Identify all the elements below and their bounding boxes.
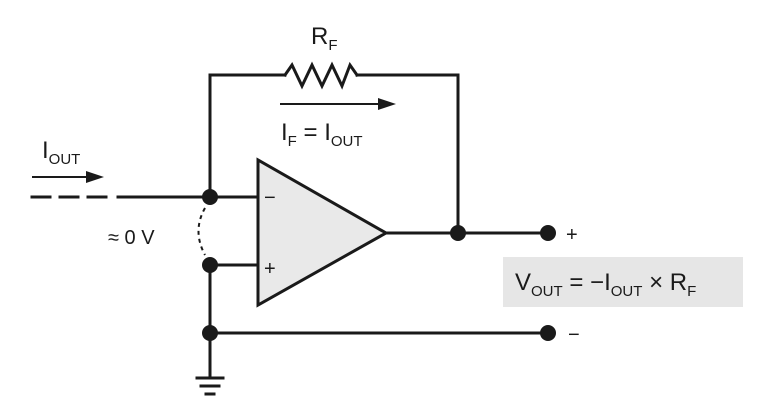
inverting-input-node	[202, 189, 218, 205]
ground-rail-node	[202, 325, 218, 341]
feedback-resistor-label: RF	[311, 23, 338, 54]
output-negative-label: −	[568, 324, 580, 346]
input-current-label: IOUT	[42, 137, 80, 168]
output-equation-box	[503, 257, 743, 307]
feedback-current-label: IF = IOUT	[281, 119, 363, 150]
output-node	[450, 225, 466, 241]
opamp-noninverting-input-label: +	[264, 258, 276, 280]
input-current-arrowhead	[86, 171, 104, 183]
feedback-current-arrowhead	[378, 98, 396, 110]
output-positive-label: +	[566, 224, 578, 246]
output-negative-terminal	[540, 325, 556, 341]
noninverting-input-node	[202, 257, 218, 273]
feedback-resistor	[282, 61, 360, 90]
ground-icon	[195, 376, 225, 396]
output-positive-terminal	[540, 225, 556, 241]
virtual-ground-label: ≈ 0 V	[108, 227, 155, 249]
feedback-wire	[208, 73, 287, 199]
opamp-inverting-input-label: −	[264, 187, 276, 209]
feedback-wire-right	[355, 73, 460, 235]
output-equation: VOUT = −IOUT × RF	[515, 269, 696, 300]
virtual-ground-arc	[197, 207, 206, 256]
opamp-symbol	[256, 157, 390, 308]
